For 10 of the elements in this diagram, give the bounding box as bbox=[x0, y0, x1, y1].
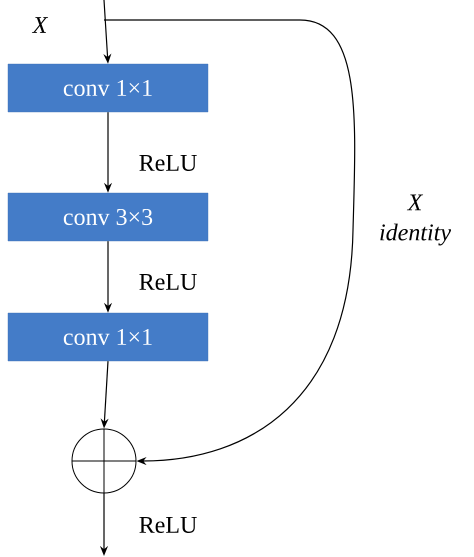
edge-label: ReLU bbox=[139, 155, 197, 171]
conv-box: conv 3×3 bbox=[8, 192, 208, 242]
sum-circle bbox=[71, 428, 137, 494]
edge-label: ReLU bbox=[139, 274, 197, 290]
arrow bbox=[104, 19, 356, 466]
conv-box: conv 1×1 bbox=[8, 312, 208, 362]
input-label: X bbox=[32, 17, 48, 33]
conv-box: conv 1×1 bbox=[8, 64, 208, 112]
edge-label: X identity bbox=[380, 194, 452, 246]
edge-label: ReLU bbox=[139, 517, 197, 533]
